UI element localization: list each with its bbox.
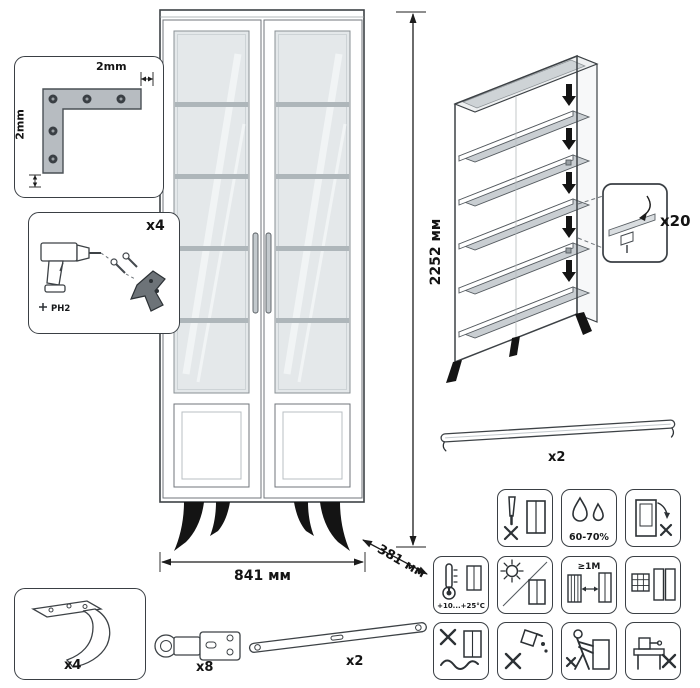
foot-count-label: x4: [64, 658, 82, 673]
sun-icon: [500, 559, 548, 607]
drill-callout: PH2: [28, 212, 180, 334]
care-icon-humidity: 60-70%: [561, 489, 617, 547]
no-solvents-icon: [504, 629, 548, 670]
care-icon-door-adjust: [625, 489, 681, 547]
insert-arrows: [562, 84, 576, 282]
callout-leader-lines: [577, 195, 604, 249]
no-abrasive-wipe-icon: [439, 628, 482, 670]
hinge-drawing: [154, 631, 241, 661]
door-handles: [252, 232, 272, 314]
care-icon-heater-distance: ≥1M: [561, 556, 617, 614]
no-sharp-objects-icon: [503, 496, 546, 541]
rail-count-label: x2: [548, 450, 566, 465]
distance-value: ≥1M: [578, 562, 601, 572]
no-dragging-icon: [565, 629, 610, 670]
humidity-icon: 60-70%: [569, 496, 609, 543]
temperature-icon: +10...+25°C: [437, 563, 485, 610]
foot-drawing: [31, 600, 111, 668]
driver-bit-label: PH2: [51, 304, 70, 314]
door-adjust-icon: [635, 499, 673, 537]
strap-drawing: [248, 622, 427, 653]
shelf-support-drawing: [608, 195, 656, 253]
leg-part-icon: [129, 270, 166, 312]
shelf-support-count-label: x20: [660, 212, 691, 230]
no-workbench-icon: [633, 637, 677, 670]
care-icon-no-direct-sun: [497, 556, 553, 614]
care-icon-no-dragging: [561, 622, 617, 680]
width-dimension-label: 841 мм: [234, 568, 291, 584]
care-icon-no-sharp-objects: [497, 489, 553, 547]
screw-icons: [110, 252, 138, 274]
exploded-legs: [446, 312, 592, 383]
foot-callout: [14, 588, 146, 680]
care-icon-no-workbench: [625, 622, 681, 680]
ventilation-grid-icon: [631, 568, 676, 601]
heater-distance-icon: ≥1M: [567, 562, 612, 603]
legs-count-label: x4: [146, 218, 165, 234]
assembly-guide-lines: [100, 252, 136, 280]
care-icon-no-solvents: [497, 622, 553, 680]
cabinet-exploded-view: [446, 54, 668, 383]
left-glass-door: [162, 19, 262, 499]
drill-drawing: PH2: [39, 242, 166, 314]
ph2-bit-icon: [39, 303, 47, 311]
rail-drawing: [440, 419, 676, 452]
bracket-gap-side-label: 2mm: [13, 109, 27, 140]
care-icon-temperature: +10...+25°C: [433, 556, 489, 614]
corner-bracket-drawing: [29, 72, 154, 188]
temperature-value: +10...+25°C: [437, 602, 485, 610]
depth-dimension-line: [362, 539, 428, 575]
drill-icon: [40, 242, 101, 293]
cabinet-front-view: [159, 9, 365, 551]
right-glass-door: [263, 19, 363, 499]
corner-bracket-callout: [14, 56, 164, 198]
bracket-gap-top-label: 2mm: [96, 60, 127, 73]
shelves: [457, 110, 591, 339]
care-icon-ventilation: [625, 556, 681, 614]
humidity-value: 60-70%: [569, 532, 609, 543]
care-icon-no-abrasive-wipe: [433, 622, 489, 680]
strap-count-label: x2: [346, 654, 364, 669]
hinge-count-label: x8: [196, 660, 214, 675]
cabinet-legs: [174, 502, 350, 551]
